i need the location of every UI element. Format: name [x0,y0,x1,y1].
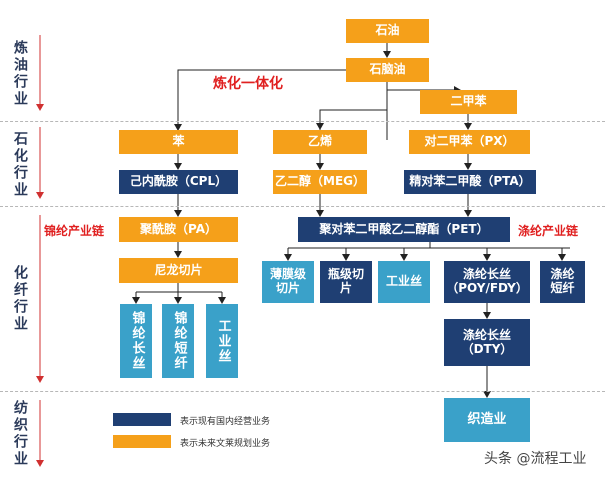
section-title-refining: 炼油行业 [12,40,28,108]
node-meg: 乙二醇（MEG） [273,170,367,194]
label-integration: 炼化一体化 [213,76,283,92]
node-industrial-yarn-pa: 工业丝 [206,304,238,378]
label-polyester-chain: 涤纶产业链 [518,224,579,238]
node-pta: 精对苯二甲酸（PTA） [404,170,536,194]
node-pa: 聚酰胺（PA） [119,217,238,242]
legend-swatch-orange [113,435,171,448]
node-poy-fdy: 涤纶长丝（POY/FDY） [444,261,530,303]
node-staple-pet: 涤纶短纤 [540,261,585,303]
node-nylon-staple: 锦纶短纤 [162,304,194,378]
arrow-naphtha-to-benzene [174,69,346,131]
watermark: 头条 @流程工业 [480,447,591,469]
node-naphtha: 石脑油 [346,58,429,82]
node-bottle-chip: 瓶级切片 [320,261,372,303]
flow-connectors [132,43,570,398]
label-nylon-chain: 锦纶产业链 [44,224,105,238]
node-cpl: 己内酰胺（CPL） [119,170,238,194]
section-title-textile: 纺织行业 [12,400,28,468]
node-xylene: 二甲苯 [420,90,517,114]
divider-petrochem-fiber [0,206,605,207]
legend-text-orange: 表示未来文莱规划业务 [180,439,271,449]
node-pet: 聚对苯二甲酸乙二醇酯（PET） [298,217,510,242]
section-title-fiber: 化纤行业 [12,265,28,333]
section-title-petrochem: 石化行业 [12,131,28,199]
node-crude-oil: 石油 [346,19,429,43]
node-px: 对二甲苯（PX） [409,130,530,154]
node-benzene: 苯 [119,130,238,154]
divider-fiber-textile [0,391,605,392]
node-weaving: 织造业 [444,398,530,442]
node-ethylene: 乙烯 [273,130,367,154]
node-film-chip: 薄膜级切片 [262,261,314,303]
node-nylon-chip: 尼龙切片 [119,258,238,283]
divider-refining-petrochem [0,121,605,122]
node-industrial-yarn-pet: 工业丝 [378,261,430,303]
legend-swatch-blue [113,413,171,426]
legend-text-blue: 表示现有国内经营业务 [180,417,271,427]
node-dty: 涤纶长丝（DTY） [444,319,530,366]
node-nylon-filament: 锦纶长丝 [120,304,152,378]
